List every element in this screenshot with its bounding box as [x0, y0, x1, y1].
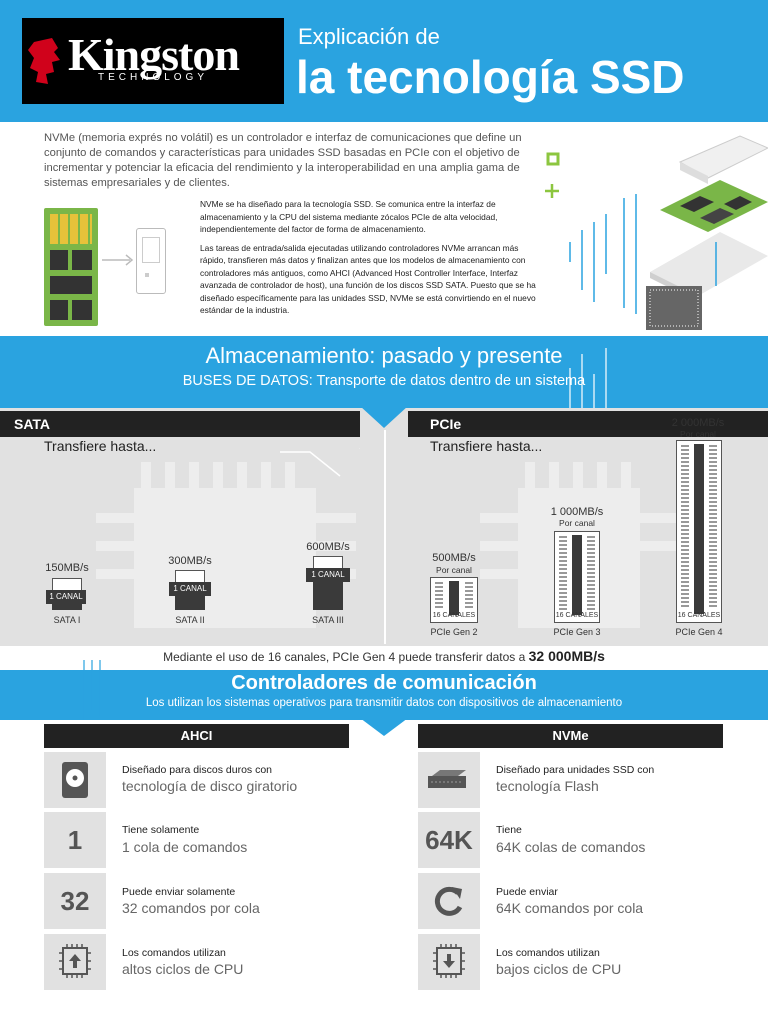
header-kicker: Explicación de	[298, 24, 440, 49]
ahci-row1-tile	[44, 752, 106, 808]
intro-paragraph-1: NVMe se ha diseñado para la tecnología S…	[200, 199, 498, 234]
ahci-row3-value: 32 comandos por cola	[122, 900, 260, 916]
pcie-gen3-speed: 1 000MB/s	[550, 506, 604, 518]
ahci-row3-tile: 32	[44, 873, 106, 929]
nvme-row2-label: Tiene	[496, 824, 522, 836]
nvme-row3-tile	[418, 873, 480, 929]
intro-lead-paragraph: NVMe (memoria exprés no volátil) es un c…	[44, 132, 522, 189]
nvme-row4-value: bajos ciclos de CPU	[496, 961, 622, 977]
ahci-header: AHCI	[44, 724, 349, 748]
sata-iii-connector-top	[313, 556, 343, 568]
nvme-row4-tile	[418, 934, 480, 990]
controllers-section-band	[0, 670, 768, 720]
ahci-row2-value: 1 cola de comandos	[122, 839, 248, 855]
pcie-gen4-label: PCIe Gen 4	[675, 627, 723, 637]
nvme-row1-tile	[418, 752, 480, 808]
nvme-row1-label: Diseñado para unidades SSD con	[496, 764, 655, 776]
nvme-row3-value: 64K comandos por cola	[496, 900, 644, 916]
pcie-gen2-label: PCIe Gen 2	[430, 627, 478, 637]
kingston-logo	[22, 18, 284, 104]
pcie-header: PCIe	[408, 411, 768, 437]
controllers-section-subtitle: Los utilizan los sistemas operativos par…	[145, 697, 623, 709]
ahci-row2-tile: 1	[44, 812, 106, 868]
nvme-row2-value: 64K colas de comandos	[496, 839, 646, 855]
sata-i-channel: 1 CANAL	[46, 590, 86, 604]
sata-ii-label: SATA II	[175, 615, 205, 625]
ahci-row1-label: Diseñado para discos duros con	[122, 764, 273, 776]
nvme-row4-label: Los comandos utilizan	[496, 947, 600, 959]
bus-summary-text: Mediante el uso de 16 canales, PCIe Gen …	[163, 650, 529, 664]
storage-section-subtitle: BUSES DE DATOS: Transporte de datos dent…	[182, 373, 586, 389]
sata-ii-connector-base	[175, 596, 205, 610]
section-notch-2	[360, 718, 408, 736]
circuit-trace-decoration	[569, 348, 607, 408]
pcie-gen3-channels: 16 CANALES	[555, 612, 599, 619]
m2-ssd-illustration	[44, 208, 98, 326]
sata-i-label: SATA I	[53, 615, 81, 625]
intro-column: NVMe se ha diseñado para la tecnología S…	[200, 198, 545, 323]
sata-chip-decoration	[96, 448, 360, 628]
controllers-section-title: Controladores de comunicación	[231, 672, 537, 694]
panel-divider	[384, 430, 386, 644]
circuit-trace-decoration-left	[83, 660, 101, 720]
sata-i-connector-base	[52, 604, 82, 610]
pcie-gen3-slot	[554, 531, 600, 623]
bus-summary-value: 32 000MB/s	[528, 648, 605, 664]
pcie-gen3-label: PCIe Gen 3	[553, 627, 601, 637]
arrow-right-icon	[102, 254, 134, 266]
sata-i-speed: 150MB/s	[45, 562, 89, 574]
sata-transfer-label: Transfiere hasta...	[44, 438, 157, 454]
pcie-gen2-per-channel: Por canal	[436, 565, 472, 575]
sata-ii-channel: 1 CANAL	[169, 582, 211, 596]
pcie-gen4-speed: 2 000MB/s	[671, 417, 725, 429]
section-notch	[360, 406, 408, 428]
pcie-gen4-slot	[676, 440, 722, 623]
nvme-row1-value: tecnología Flash	[496, 778, 599, 794]
ahci-row3-tile-text: 32	[60, 886, 90, 916]
ahci-row4-value: altos ciclos de CPU	[122, 961, 244, 977]
sata-iii-label: SATA III	[312, 615, 344, 625]
ssd-icon	[428, 770, 466, 788]
logo-subtitle: TECHNOLOGY	[98, 72, 209, 83]
ahci-row4-tile	[44, 934, 106, 990]
nvme-header: NVMe	[418, 724, 723, 748]
ahci-row3-label: Puede enviar solamente	[122, 886, 236, 898]
pcie-gen4-channels: 16 CANALES	[677, 612, 721, 619]
cpu-up-icon	[59, 944, 91, 978]
ahci-row2-tile-text: 1	[67, 825, 83, 855]
intro-paragraph-2: Las tareas de entrada/salida ejecutadas …	[200, 242, 536, 316]
ssd-exploded-illustration	[545, 135, 768, 330]
sata-iii-connector-base	[313, 582, 343, 610]
refresh-icon	[434, 886, 463, 916]
cpu-down-icon	[433, 944, 465, 978]
pcie-transfer-label: Transfiere hasta...	[430, 438, 543, 454]
storage-section-title: Almacenamiento: pasado y presente	[205, 343, 563, 368]
sata-iii-speed: 600MB/s	[306, 541, 350, 553]
nvme-row2-tile-text: 64K	[425, 825, 473, 855]
sata-ii-connector-top	[175, 570, 205, 582]
nvme-row3-label: Puede enviar	[496, 886, 558, 898]
nvme-row2-tile: 64K	[418, 812, 480, 868]
pcie-gen4-per-channel: Por canal	[680, 429, 716, 439]
pcie-gen2-channels: 16 CANALES	[432, 612, 476, 619]
ahci-row4-label: Los comandos utilizan	[122, 947, 226, 959]
storage-section-band	[0, 336, 768, 408]
kingston-head-logo-icon	[28, 38, 60, 84]
sata-i-connector-top	[52, 578, 82, 590]
page-title: la tecnología SSD	[296, 51, 685, 103]
sata-header: SATA	[0, 411, 360, 437]
ahci-row2-label: Tiene solamente	[122, 824, 200, 836]
pcie-gen2-slot	[430, 577, 478, 623]
sata-ii-speed: 300MB/s	[168, 555, 212, 567]
pcie-gen2-speed: 500MB/s	[432, 552, 476, 564]
sata-iii-channel: 1 CANAL	[306, 568, 350, 582]
ahci-row1-value: tecnología de disco giratorio	[122, 778, 298, 794]
hard-disk-icon	[62, 762, 88, 798]
pc-tower-illustration	[136, 228, 166, 294]
bus-summary-note: Mediante el uso de 16 canales, PCIe Gen …	[0, 648, 768, 664]
pcie-gen3-per-channel: Por canal	[559, 518, 595, 528]
logo-wordmark: Kingston	[68, 29, 240, 80]
